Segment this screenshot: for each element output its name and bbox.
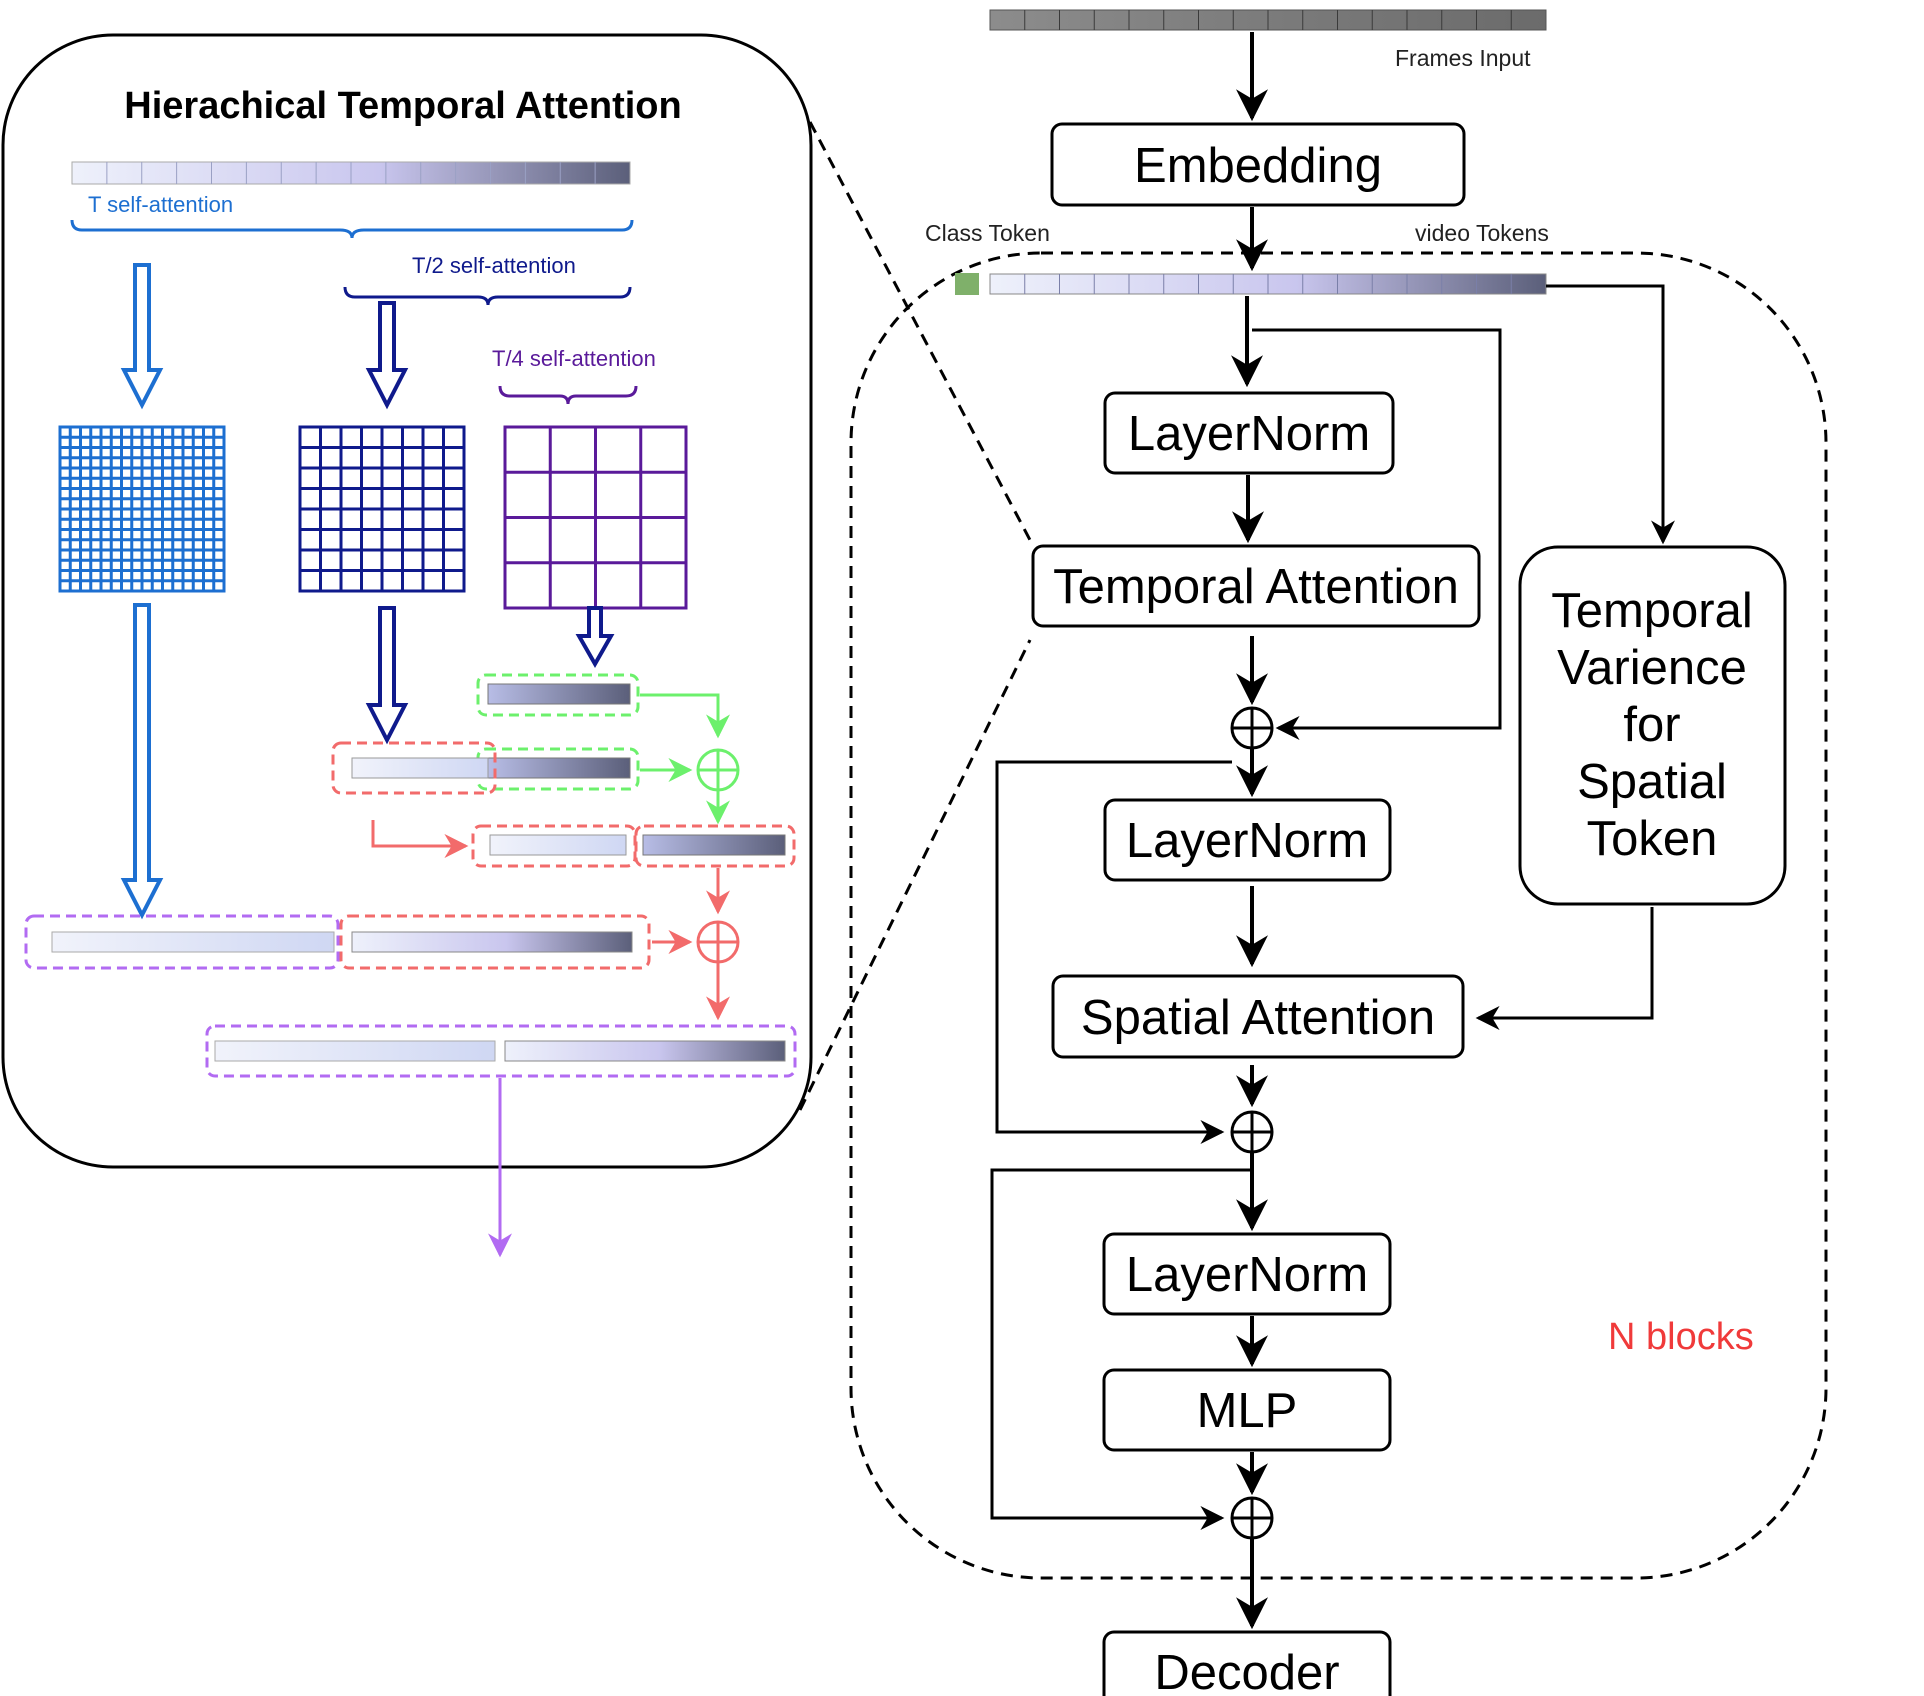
t-brace	[70, 219, 634, 239]
t2-attention-grid	[298, 425, 466, 593]
layernorm1-box	[1103, 391, 1395, 475]
temporal-variance-box	[1518, 545, 1787, 906]
tv-line-3: for	[1623, 698, 1680, 752]
layernorm2-label: LayerNorm	[1126, 814, 1368, 868]
t-out-box	[24, 914, 340, 970]
temporal-attention-box	[1031, 544, 1481, 628]
mlp-box	[1102, 1368, 1392, 1452]
video-tokens-label: video Tokens	[1415, 220, 1549, 246]
t-attention-grid	[58, 425, 226, 593]
plus-node-2	[1230, 1110, 1274, 1154]
n-blocks-region	[849, 251, 1828, 1580]
video-token-dividers	[1024, 274, 1512, 294]
decoder-box	[1102, 1630, 1392, 1696]
t4-self-attention-label: T/4 self-attention	[492, 346, 656, 371]
tv-line-1: Temporal	[1551, 584, 1753, 638]
layernorm2-box	[1103, 798, 1392, 882]
hta-panel: Hierachical Temporal Attention T self-at…	[1, 33, 813, 1258]
mlp-label: MLP	[1197, 1384, 1298, 1438]
t4-out-box-1	[476, 673, 640, 717]
hta-token-strip-dividers	[106, 162, 596, 184]
t2-out-tokens	[351, 757, 489, 779]
plus-node-1	[1230, 706, 1274, 750]
t2-brace	[343, 286, 632, 306]
arrow-tokens-to-tv	[1546, 284, 1675, 545]
layernorm3-box	[1102, 1232, 1392, 1316]
t-hollow-arrow	[120, 263, 164, 410]
temporal-attention-label: Temporal Attention	[1053, 560, 1459, 614]
residual-3	[990, 1168, 1252, 1530]
t-out-tokens	[51, 931, 335, 953]
red-block-tokens	[351, 931, 633, 953]
green-plus-node	[696, 748, 740, 792]
t2-hollow-arrow	[365, 301, 409, 410]
final-out-tokens-left	[214, 1040, 496, 1062]
t2-self-attention-label: T/2 self-attention	[412, 253, 576, 278]
tv-line-4: Spatial	[1577, 755, 1727, 809]
layernorm3-label: LayerNorm	[1126, 1248, 1368, 1302]
residual-2	[995, 760, 1232, 1144]
decoder-label: Decoder	[1154, 1646, 1339, 1696]
final-out-box	[205, 1024, 797, 1078]
arrow-tv-to-sa	[1475, 907, 1654, 1030]
t2-out-box	[331, 741, 497, 795]
t4-out-tokens-1	[487, 683, 631, 705]
hta-title: Hierachical Temporal Attention	[124, 85, 681, 127]
red-merged-tokens-left	[489, 834, 627, 856]
frames-input-label: Frames Input	[1395, 45, 1531, 71]
red-merged-box-right	[634, 824, 796, 868]
red-block-box	[339, 914, 651, 970]
pipeline: Frames Input Embedding Class Token video…	[849, 9, 1828, 1696]
green-connector-1	[640, 693, 730, 739]
plus-node-3	[1230, 1496, 1274, 1540]
t-self-attention-label: T self-attention	[88, 192, 233, 217]
tv-line-2: Varience	[1557, 641, 1747, 695]
t2-hollow-arrow-lower	[365, 606, 409, 745]
red-connector-1	[371, 820, 469, 858]
t4-hollow-arrow-lower	[575, 606, 615, 669]
spatial-attention-label: Spatial Attention	[1081, 991, 1435, 1045]
zoom-line-top	[808, 121, 1032, 541]
embedding-label: Embedding	[1134, 139, 1382, 193]
t4-brace	[498, 385, 638, 405]
t4-out-tokens-2	[487, 757, 631, 779]
residual-1	[1252, 328, 1502, 740]
red-merged-tokens-right	[642, 834, 786, 856]
hta-panel-border	[1, 33, 813, 1169]
layernorm1-label: LayerNorm	[1128, 407, 1370, 461]
final-out-tokens-right	[504, 1040, 786, 1062]
n-blocks-label: N blocks	[1608, 1316, 1754, 1358]
frames-strip-dividers	[1024, 10, 1512, 30]
embedding-box	[1050, 122, 1466, 207]
spatial-attention-box	[1051, 974, 1465, 1059]
red-plus-node	[696, 920, 740, 964]
class-token-label: Class Token	[925, 220, 1050, 246]
t4-attention-grid	[503, 425, 688, 610]
red-merged-box-left	[471, 824, 637, 868]
tv-line-5: Token	[1587, 812, 1718, 866]
t-long-hollow-arrow	[120, 603, 164, 920]
class-token	[955, 273, 979, 295]
zoom-line-bottom	[798, 639, 1032, 1111]
